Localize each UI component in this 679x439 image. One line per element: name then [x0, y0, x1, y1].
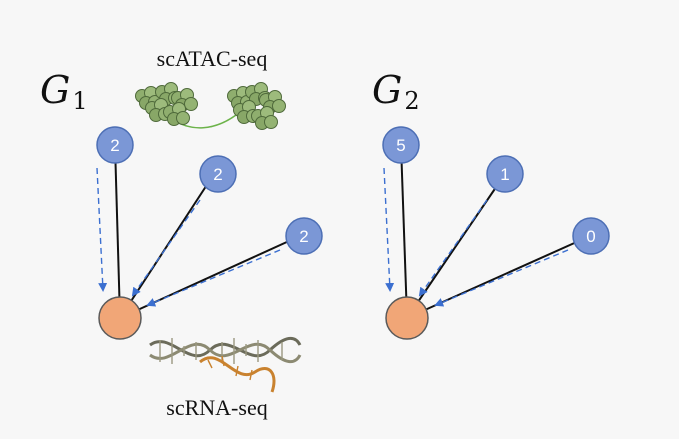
- node-value: 2: [299, 227, 308, 246]
- graph-1-label: G1: [40, 68, 88, 115]
- scatac-caption: scATAC-seq: [157, 46, 268, 71]
- node-value: 0: [586, 227, 595, 246]
- graph-1-symbol: G: [40, 68, 70, 112]
- graph-1-subscript: 1: [72, 87, 87, 115]
- message-arrow: [96, 167, 108, 292]
- neighbor-node: 0: [572, 217, 610, 255]
- node-value: 1: [500, 165, 509, 184]
- neighbor-node: 2: [199, 155, 237, 193]
- dna-rna-helix-icon: [149, 336, 302, 393]
- node-value: 5: [396, 136, 405, 155]
- neighbor-node: 2: [96, 126, 134, 164]
- graph-2-subscript: 2: [404, 87, 419, 115]
- graph-1: G1 scATAC-seq 2: [40, 46, 323, 420]
- center-node: [385, 296, 429, 340]
- center-node: [98, 296, 142, 340]
- neighbor-node: 5: [382, 126, 420, 164]
- graph-2: G2 5 1 0: [372, 68, 610, 340]
- message-arrow: [146, 249, 281, 307]
- chromatin-nucleosome-icon: [135, 82, 286, 130]
- node-value: 2: [110, 136, 119, 155]
- node-value: 2: [213, 165, 222, 184]
- neighbor-node: 1: [486, 155, 524, 193]
- graph-2-symbol: G: [372, 68, 402, 112]
- neighbor-node: 2: [285, 217, 323, 255]
- edge: [114, 144, 121, 319]
- scrna-caption: scRNA-seq: [166, 395, 267, 420]
- message-arrow: [383, 167, 395, 292]
- message-arrow: [434, 249, 569, 307]
- edge: [400, 144, 408, 319]
- graph-2-label: G2: [372, 68, 420, 115]
